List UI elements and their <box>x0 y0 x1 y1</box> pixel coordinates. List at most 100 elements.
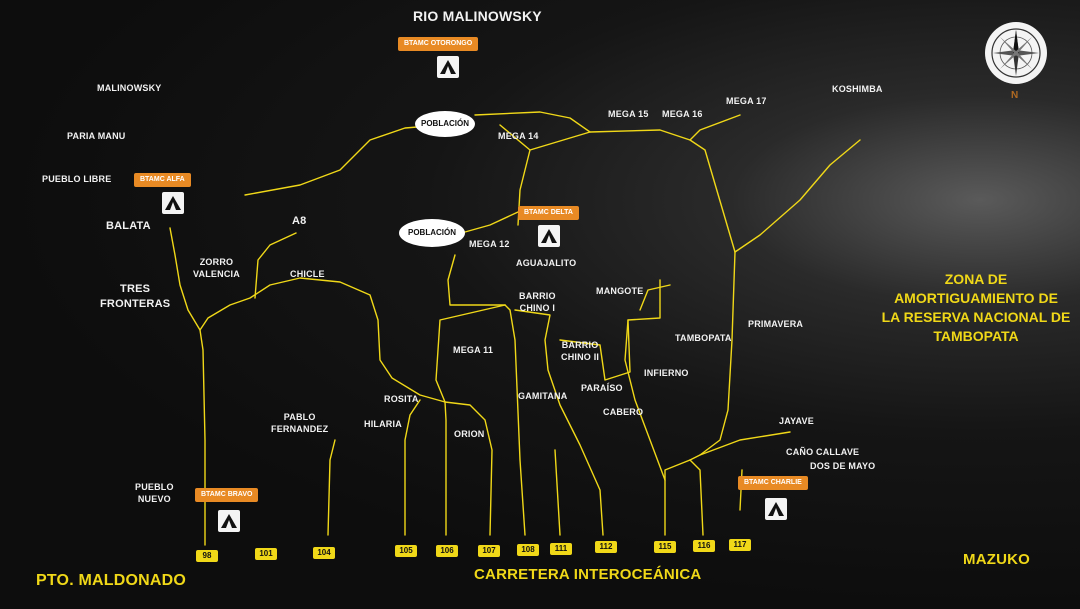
km-marker-105: 105 <box>395 545 417 557</box>
km-marker-115: 115 <box>654 541 676 553</box>
place-orion: ORION <box>454 429 485 439</box>
tent-icon <box>162 192 184 214</box>
place-tres-fronteras: TRES FRONTERAS <box>100 282 170 312</box>
zone-line-4: TAMBOPATA <box>933 327 1019 344</box>
km-marker-108: 108 <box>517 544 539 556</box>
road-104 <box>327 439 336 536</box>
place-barrio-chino-i: BARRIO CHINO I <box>519 290 556 314</box>
place-zorro-valencia: ZORRO VALENCIA <box>193 256 240 280</box>
km-marker-117: 117 <box>729 539 751 551</box>
road-107 <box>444 401 493 536</box>
place-barrio: BARRIO <box>519 291 556 301</box>
road-east-spine <box>689 251 736 461</box>
place-gamitana: GAMITANA <box>518 391 568 401</box>
road-north-west <box>244 125 431 196</box>
zone-line-1: ZONA DE <box>944 271 1008 287</box>
road-106 <box>444 401 447 536</box>
km-marker-104: 104 <box>313 547 335 559</box>
place-pablo-fernandez: PABLO FERNANDEZ <box>271 411 328 435</box>
place-cabero: CABERO <box>603 407 644 417</box>
place-tambopata: TAMBOPATA <box>675 333 732 343</box>
road-111 <box>554 449 561 536</box>
river-title: RIO MALINOWSKY <box>413 8 542 24</box>
place-mega15: MEGA 15 <box>608 109 649 119</box>
road-116 <box>689 459 704 536</box>
place-pueblo-libre: PUEBLO LIBRE <box>42 174 112 184</box>
road-infierno <box>624 319 666 481</box>
place-a8: A8 <box>292 215 307 227</box>
place-tres: TRES <box>120 283 151 295</box>
zone-line-2: AMORTIGUAMIENTO DE <box>894 289 1058 306</box>
place-fernandez: FERNANDEZ <box>271 424 329 435</box>
km-marker-107: 107 <box>478 545 500 557</box>
place-barrio-2: BARRIO <box>561 340 599 350</box>
km-marker-112: 112 <box>595 541 617 553</box>
place-pueblo-nuevo: PUEBLO NUEVO <box>135 481 174 505</box>
poblacion-marker: POBLACIÓN <box>399 219 465 247</box>
km-marker-116: 116 <box>693 540 715 552</box>
place-nuevo: NUEVO <box>137 494 171 505</box>
road-koshimba <box>734 139 861 253</box>
place-cano-callave: CAÑO CALLAVE <box>786 447 860 457</box>
road-balata <box>169 227 201 331</box>
tent-icon <box>538 225 560 247</box>
road-115 <box>664 459 691 536</box>
km-marker-98: 98 <box>196 550 218 562</box>
place-paraiso: PARAÍSO <box>581 383 623 393</box>
road-poblacion2 <box>464 211 519 233</box>
place-chicle: CHICLE <box>290 269 325 279</box>
road-barrio <box>559 279 661 381</box>
place-chino-i: CHINO I <box>519 303 556 314</box>
place-hilaria: HILARIA <box>364 419 402 429</box>
place-fronteras: FRONTERAS <box>100 297 171 310</box>
road-105 <box>404 399 421 536</box>
road-98 <box>199 277 446 546</box>
km-marker-111: 111 <box>550 543 572 555</box>
place-mega12: MEGA 12 <box>469 239 510 249</box>
place-aguajalito: AGUAJALITO <box>516 258 577 268</box>
place-barrio-chino-ii: BARRIO CHINO II <box>561 339 599 363</box>
place-mega11: MEGA 11 <box>453 345 494 355</box>
place-balata: BALATA <box>106 220 151 232</box>
road-mega16-arm <box>689 139 736 253</box>
compass-rose-icon <box>985 22 1047 84</box>
place-dos-de-mayo: DOS DE MAYO <box>810 461 876 471</box>
place-pueblo: PUEBLO <box>135 482 174 492</box>
place-pablo: PABLO <box>283 412 316 422</box>
place-malinowsky: MALINOWSKY <box>97 83 162 93</box>
reserve-zone-label: ZONA DE AMORTIGUAMIENTO DE LA RESERVA NA… <box>876 270 1076 346</box>
km-marker-106: 106 <box>436 545 458 557</box>
place-primavera: PRIMAVERA <box>748 319 804 329</box>
tent-icon <box>218 510 240 532</box>
road-a8 <box>254 232 297 299</box>
place-infierno: INFIERNO <box>644 368 689 378</box>
km-marker-101: 101 <box>255 548 277 560</box>
place-mangote: MANGOTE <box>596 286 644 296</box>
tent-icon <box>765 498 787 520</box>
road-mangote <box>639 284 671 311</box>
road-112 <box>514 309 604 536</box>
base-bravo-badge: BTAMC BRAVO <box>195 488 259 502</box>
place-mega14: MEGA 14 <box>498 131 539 141</box>
place-koshimba: KOSHIMBA <box>832 84 883 94</box>
road-mega12-down <box>447 254 506 306</box>
base-delta-badge: BTAMC DELTA <box>518 206 579 220</box>
road-jayave <box>699 431 791 456</box>
place-rosita: ROSITA <box>384 394 419 404</box>
tent-icon <box>437 56 459 78</box>
place-valencia: VALENCIA <box>193 269 240 280</box>
base-charlie-badge: BTAMC CHARLIE <box>738 476 808 490</box>
zone-line-3: LA RESERVA NACIONAL DE <box>881 308 1071 325</box>
base-otorongo-badge: BTAMC OTORONGO <box>398 37 479 51</box>
place-chino-ii: CHINO II <box>561 352 600 363</box>
place-jayave: JAYAVE <box>779 416 814 426</box>
place-paria-manu: PARIA MANU <box>67 131 126 141</box>
place-mega17: MEGA 17 <box>726 96 767 106</box>
poblacion-marker: POBLACIÓN <box>415 111 475 137</box>
road-mega11 <box>435 304 506 403</box>
north-label: N <box>1011 90 1019 101</box>
road-poblacion1-east <box>474 111 591 133</box>
city-puerto-maldonado: PTO. MALDONADO <box>36 572 187 589</box>
